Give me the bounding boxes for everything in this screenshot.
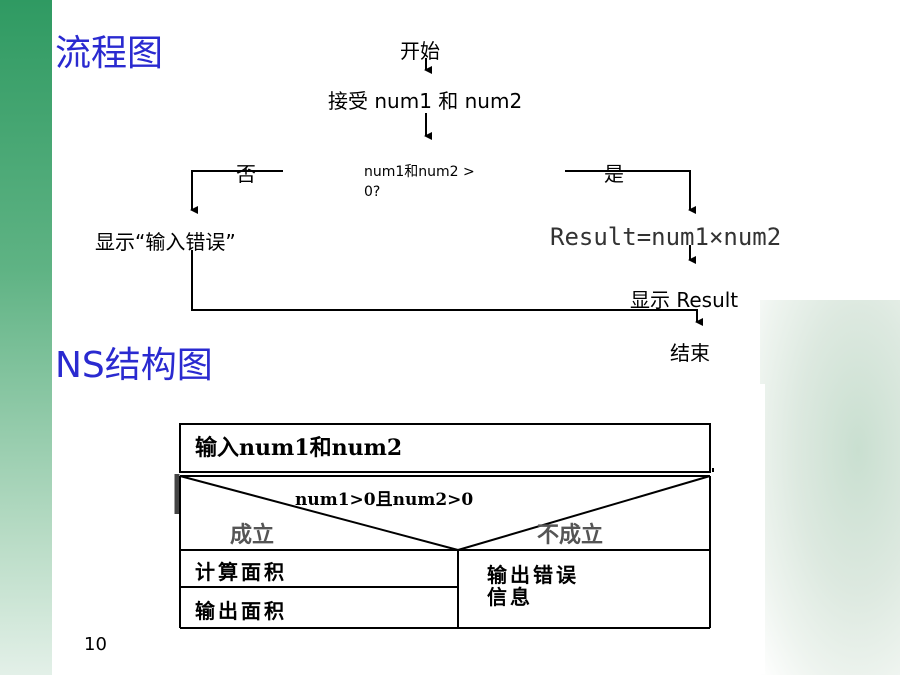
flow-show-result: 显示 Result (630, 288, 739, 312)
ns-diagram: 输入num1和num2 num1>0且num2>0 成立 不成立 计算面积 输出… (165, 384, 765, 674)
ns-false-label: 不成立 (537, 522, 604, 548)
flow-branch-no: 否 (236, 162, 256, 186)
flow-error: 显示“输入错误” (95, 230, 236, 254)
flow-branch-yes: 是 (604, 162, 624, 186)
ns-false-step-line2: 信息 (487, 585, 533, 609)
flow-compute: Result=num1×num2 (550, 223, 782, 251)
page-number: 10 (84, 634, 107, 655)
arrow-to-end (191, 250, 703, 326)
arrow-yes-branch (565, 170, 696, 214)
flowchart-title: 流程图 (55, 33, 164, 74)
flowchart-connectors (190, 58, 703, 326)
ns-diagram-lines (174, 423, 714, 629)
flow-start: 开始 (400, 39, 440, 63)
ns-true-label: 成立 (230, 522, 275, 548)
ns-false-step-line1: 输出错误 (487, 563, 579, 587)
arrow-no-branch (190, 170, 283, 214)
ns-true-step2: 输出面积 (195, 599, 287, 623)
flow-condition: num1和num2 > 0? (364, 164, 475, 200)
ns-condition: num1>0且num2>0 (295, 490, 474, 510)
sidebar-bar (0, 0, 52, 675)
flow-input: 接受 num1 和 num2 (328, 89, 523, 113)
decorative-background (760, 300, 900, 675)
flow-end: 结束 (670, 341, 710, 365)
ns-input: 输入num1和num2 (195, 435, 403, 461)
ns-true-step1: 计算面积 (195, 560, 287, 584)
ns-title: NS结构图 (55, 345, 213, 386)
